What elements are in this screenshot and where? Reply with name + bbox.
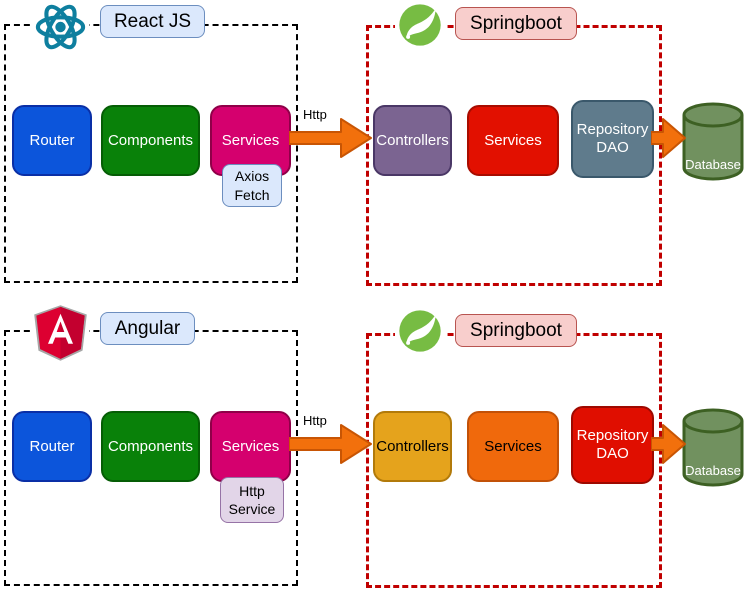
controllers-box: Controllers [373, 411, 452, 482]
components-box: Components [101, 411, 200, 482]
repository-dao-box: Repository DAO [571, 100, 654, 178]
backend-framework-label: Springboot [455, 314, 577, 347]
spring-logo-icon [395, 308, 445, 354]
http-arrow-label: Http [303, 413, 327, 428]
axios-fetch-box: Axios Fetch [222, 164, 282, 207]
angular-logo-icon [32, 305, 89, 361]
repository-dao-box: Repository DAO [571, 406, 654, 484]
react-logo-icon [32, 0, 89, 54]
database-cylinder: Database [681, 102, 745, 182]
http-arrow-label: Http [303, 107, 327, 122]
react-stack-section: React JS Springboot Router Components Se… [4, 0, 745, 286]
frontend-framework-label: Angular [100, 312, 195, 345]
repository-line1: Repository [576, 427, 649, 444]
spring-logo-icon [395, 2, 445, 48]
angular-stack-section: Angular Springboot Router Components Ser… [0, 305, 745, 593]
router-box: Router [12, 105, 92, 176]
backend-services-box: Services [467, 105, 559, 176]
backend-framework-label: Springboot [455, 7, 577, 40]
frontend-services-box: Services [210, 411, 291, 482]
repository-line1: Repository [576, 121, 649, 138]
repository-line2: DAO [596, 445, 629, 462]
repository-line2: DAO [596, 139, 629, 156]
components-box: Components [101, 105, 200, 176]
database-cylinder: Database [681, 408, 745, 488]
frontend-framework-label: React JS [100, 5, 205, 38]
http-service-box: Http Service [220, 477, 284, 523]
axios-fetch-line1: Axios [234, 168, 270, 185]
database-label: Database [685, 463, 741, 478]
database-arrow-icon [650, 422, 687, 466]
controllers-box: Controllers [373, 105, 452, 176]
router-box: Router [12, 411, 92, 482]
database-arrow-icon [650, 116, 687, 160]
http-arrow-icon [288, 116, 373, 160]
http-service-line2: Service [228, 501, 276, 517]
backend-services-box: Services [467, 411, 559, 482]
http-service-line1: Http [239, 482, 265, 499]
http-arrow-icon [288, 422, 373, 466]
axios-fetch-line2: Fetch [234, 186, 270, 203]
database-label: Database [685, 157, 741, 172]
